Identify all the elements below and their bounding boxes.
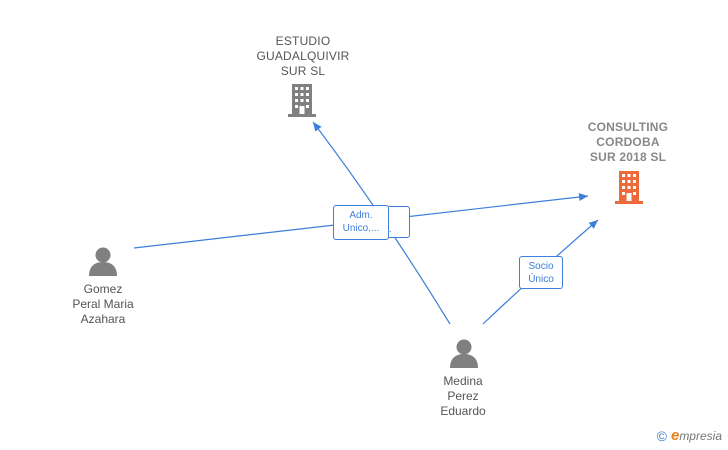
person-icon[interactable] <box>89 247 117 277</box>
person-label-gomez[interactable]: Gomez Peral Maria Azahara <box>72 282 134 326</box>
relation-label-adm: Adm. Unico,... <box>333 205 389 240</box>
company-label-estudio[interactable]: ESTUDIO GUADALQUIVIR SUR SL <box>256 34 350 78</box>
copyright-icon: © <box>656 427 667 444</box>
person-icon[interactable] <box>450 339 478 369</box>
building-icon[interactable] <box>288 84 316 117</box>
company-label-consulting[interactable]: CONSULTING CORDOBA SUR 2018 SL <box>587 120 669 164</box>
person-label-medina[interactable]: Medina Perez Eduardo <box>440 374 486 418</box>
building-icon[interactable] <box>615 171 643 204</box>
brand-logo: empresia <box>670 427 722 444</box>
relation-label-socio: Socio Único <box>519 256 563 289</box>
watermark: © empresia <box>657 427 722 444</box>
